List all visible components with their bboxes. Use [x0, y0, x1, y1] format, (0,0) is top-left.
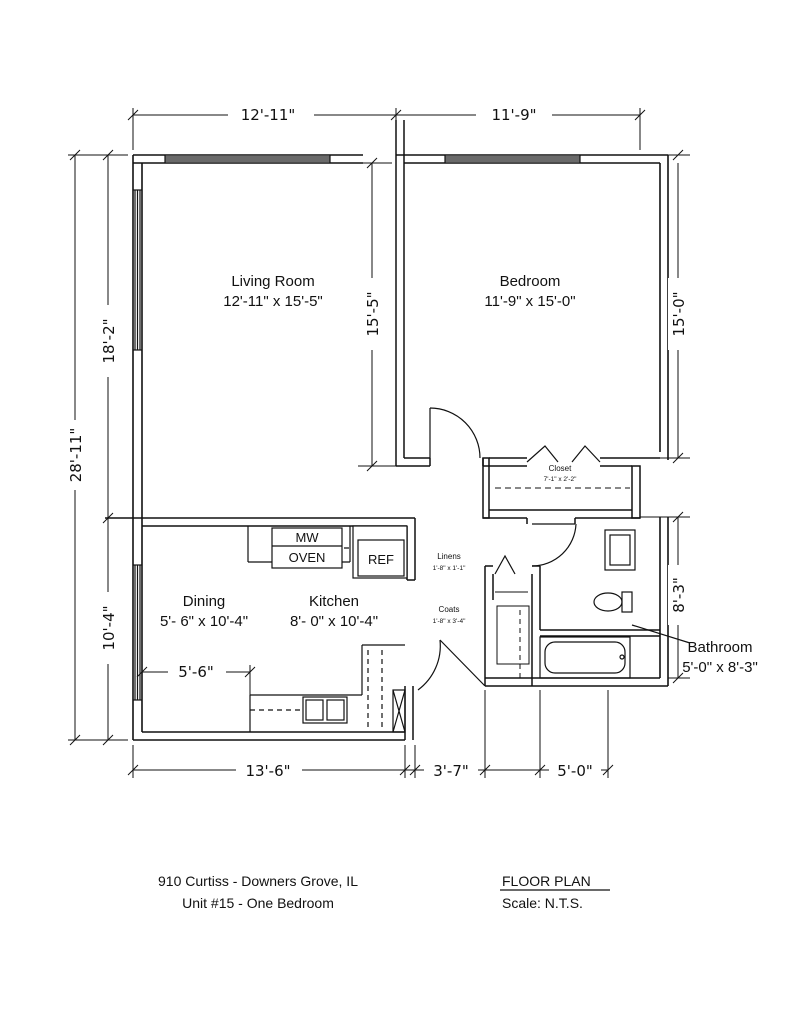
room-kitchen-name: Kitchen — [309, 593, 359, 610]
exterior-walls — [132, 154, 669, 741]
dim-left-lower: 10'-4" — [100, 605, 118, 650]
refrigerator-label: REF — [368, 552, 394, 567]
vanity — [604, 529, 636, 571]
window-dining-left — [133, 564, 142, 701]
caption-scale: Scale: N.T.S. — [502, 895, 583, 911]
interior-walls — [105, 120, 660, 740]
linens-door — [494, 554, 516, 575]
dim-left-total: 28'-11" — [67, 428, 85, 483]
doors — [417, 407, 601, 691]
bedroom-door — [429, 407, 481, 459]
dim-bottom-left: 13'-6" — [245, 762, 290, 780]
room-linens-size: 1'-8" x 1'-1" — [433, 565, 466, 572]
dimension-labels: 12'-11" 11'-9" 28'-11" 18'-2" 10'-4" 15'… — [65, 104, 688, 780]
bathtub — [539, 636, 631, 679]
room-dining-name: Dining — [183, 593, 226, 610]
bathroom-leader-line — [631, 624, 691, 644]
closet-bifold-doors — [526, 445, 601, 463]
room-bedroom-name: Bedroom — [500, 273, 561, 290]
dim-top-left: 12'-11" — [241, 106, 296, 124]
room-living-name: Living Room — [231, 273, 314, 290]
room-closet-name: Closet — [549, 464, 572, 473]
dim-bath-height: 8'-3" — [670, 577, 688, 613]
room-bedroom-size: 11'-9" x 15'-0" — [484, 293, 575, 310]
caption-unit: Unit #15 - One Bedroom — [182, 895, 334, 911]
room-coats-size: 1'-8" x 3'-4" — [433, 618, 466, 625]
dim-bottom-right: 5'-0" — [557, 762, 593, 780]
room-labels: Living Room 12'-11" x 15'-5" Bedroom 11'… — [160, 273, 758, 676]
dim-left-upper: 18'-2" — [100, 318, 118, 363]
dim-bottom-middle: 3'-7" — [433, 762, 469, 780]
dim-dining-width: 5'-6" — [178, 663, 214, 681]
room-living-size: 12'-11" x 15'-5" — [223, 293, 323, 310]
window-bedroom-top — [444, 155, 581, 163]
room-kitchen-size: 8'- 0" x 10'-4" — [290, 613, 378, 630]
dim-top-right: 11'-9" — [491, 106, 536, 124]
dim-bedroom-height: 15'-0" — [670, 291, 688, 336]
bath-door — [531, 523, 577, 567]
room-bathroom-name: Bathroom — [687, 639, 752, 656]
kitchen-fixtures — [247, 525, 408, 733]
toilet — [593, 591, 633, 613]
oven-label: OVEN — [289, 550, 326, 565]
window-living-left — [133, 189, 142, 351]
bathroom-fixtures — [539, 529, 691, 679]
window-living-top — [164, 155, 331, 163]
caption-plan-title: FLOOR PLAN — [502, 873, 591, 889]
room-closet-size: 7'-1" x 2'-2" — [544, 476, 577, 483]
microwave-label: MW — [295, 530, 319, 545]
room-bathroom-size: 5'-0" x 8'-3" — [682, 659, 758, 676]
kitchen-sink — [302, 696, 348, 724]
microwave-oven-unit — [271, 527, 343, 569]
windows — [133, 155, 581, 701]
appliance-labels: MW OVEN REF — [289, 530, 394, 567]
dishwasher — [392, 689, 406, 733]
lower-counter — [249, 644, 405, 732]
room-dining-size: 5'- 6" x 10'-4" — [160, 613, 248, 630]
caption-address: 910 Curtiss - Downers Grove, IL — [158, 873, 358, 889]
room-linens-name: Linens — [437, 552, 461, 561]
coats-door — [417, 639, 486, 691]
refrigerator-unit — [352, 525, 408, 579]
dim-living-height: 15'-5" — [364, 291, 382, 336]
room-coats-name: Coats — [439, 605, 460, 614]
closet-interiors — [495, 487, 630, 680]
title-block: 910 Curtiss - Downers Grove, IL Unit #15… — [158, 873, 610, 911]
